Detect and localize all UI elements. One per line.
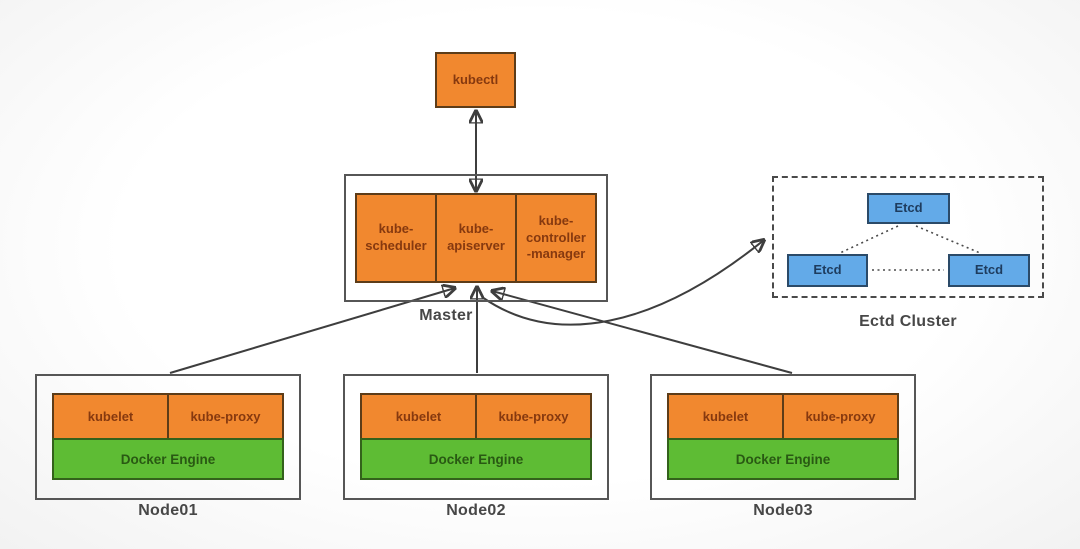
arrow-node01-apiserver — [169, 288, 455, 374]
etcd-box-left: Etcd — [787, 254, 868, 287]
node02-docker-engine-box: Docker Engine — [360, 438, 592, 480]
node01-box: kubelet kube-proxy Docker Engine — [35, 374, 301, 500]
etcd-cluster-label: Ectd Cluster — [859, 313, 957, 330]
master-components-row: kube- scheduler kube- apiserver kube- co… — [355, 193, 597, 283]
node02-kube-proxy-box: kube-proxy — [475, 395, 590, 438]
node01-kubelet-box: kubelet — [87, 409, 134, 424]
etcd-cluster-box: Etcd Etcd Etcd — [772, 176, 1044, 298]
node03-components-row: kubelet kube-proxy — [667, 393, 899, 440]
node01-kube-proxy-box: kube-proxy — [167, 395, 282, 438]
node03-kubelet-box: kubelet — [702, 409, 749, 424]
etcd-link-top-right — [915, 225, 981, 254]
master-label: Master — [419, 307, 473, 324]
kube-apiserver-box: kube- apiserver — [435, 195, 517, 281]
node02-label: Node02 — [446, 502, 506, 519]
kubectl-box: kubectl — [435, 52, 516, 108]
node03-kube-proxy-box: kube-proxy — [782, 395, 897, 438]
etcd-box-top: Etcd — [867, 193, 950, 224]
node03-box: kubelet kube-proxy Docker Engine — [650, 374, 916, 500]
node02-kubelet-box: kubelet — [395, 409, 442, 424]
arrow-node03-apiserver — [492, 291, 793, 374]
node03-docker-engine-box: Docker Engine — [667, 438, 899, 480]
arrow-apiserver-etcd — [481, 240, 764, 326]
kube-scheduler-box: kube- scheduler — [365, 221, 427, 253]
master-box: kube- scheduler kube- apiserver kube- co… — [344, 174, 608, 302]
node01-docker-engine-box: Docker Engine — [52, 438, 284, 480]
node03-label: Node03 — [753, 502, 813, 519]
node02-box: kubelet kube-proxy Docker Engine — [343, 374, 609, 500]
kube-controller-manager-box: kube- controller -manager — [526, 212, 586, 262]
etcd-box-right: Etcd — [948, 254, 1030, 287]
node02-components-row: kubelet kube-proxy — [360, 393, 592, 440]
node01-label: Node01 — [138, 502, 198, 519]
node01-components-row: kubelet kube-proxy — [52, 393, 284, 440]
kubectl-label: kubectl — [452, 71, 499, 87]
